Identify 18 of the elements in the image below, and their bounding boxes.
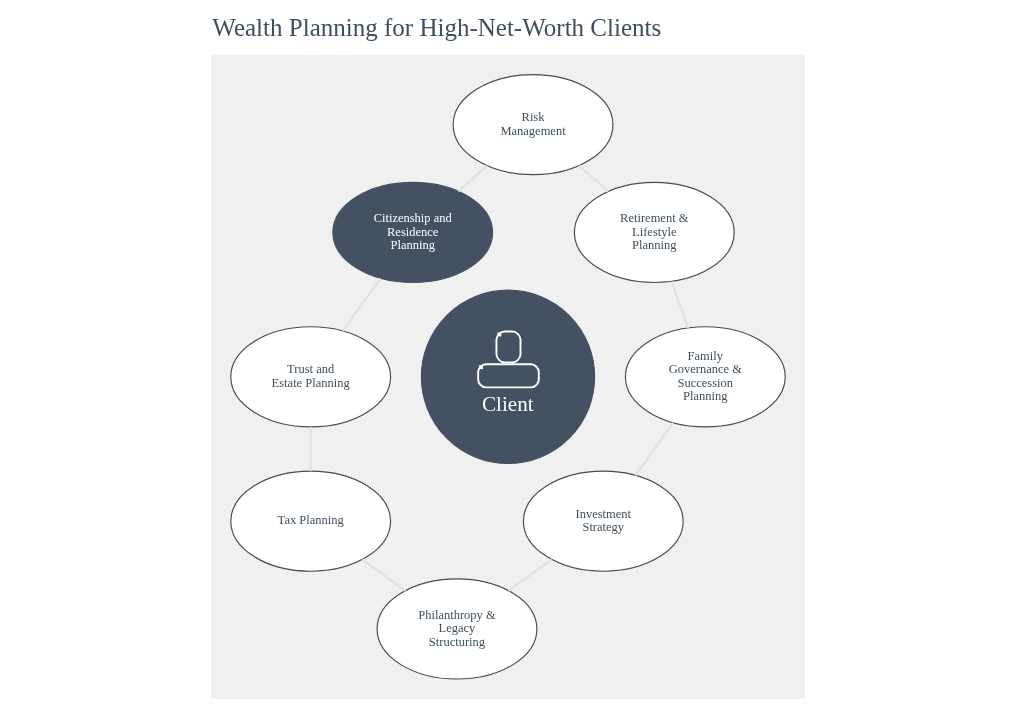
diagram-title: Wealth Planning for High-Net-Worth Clients	[212, 13, 662, 41]
node-circle: Client	[420, 289, 596, 464]
node-ellipse: Family Governance & Succession Planning	[624, 326, 786, 428]
cluster	[211, 54, 805, 699]
connector	[634, 422, 674, 476]
node-ellipse: Tax Planning	[230, 470, 392, 572]
node-ellipse: Investment Strategy	[522, 470, 684, 572]
node-ellipse: Retirement & Lifestyle Planning	[573, 181, 735, 284]
connector	[507, 558, 553, 592]
node-ellipse: Risk Management	[452, 74, 614, 176]
connector	[341, 277, 382, 332]
node-ellipse: Trust and Estate Planning	[230, 326, 392, 428]
node-ellipse: Citizenship and Residence Planning	[332, 181, 494, 284]
node-ellipse: Philanthropy & Legacy Structuring	[376, 578, 538, 680]
connector	[361, 558, 407, 592]
connector	[457, 165, 488, 193]
connector	[578, 164, 610, 193]
connector	[670, 281, 690, 329]
